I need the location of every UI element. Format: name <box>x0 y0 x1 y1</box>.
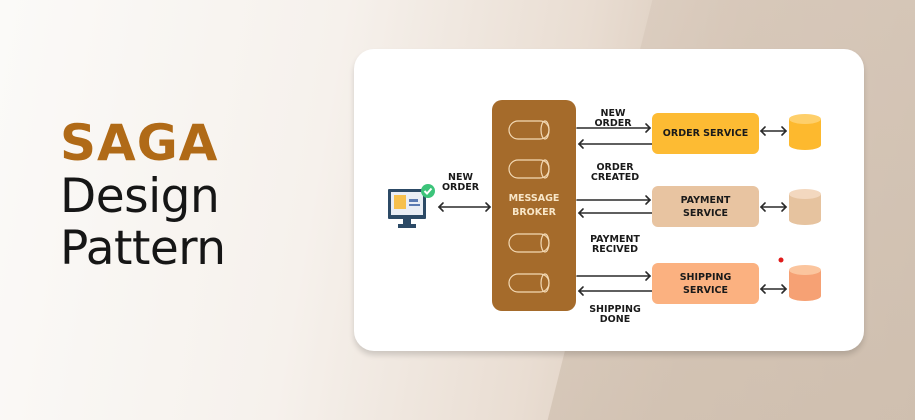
shipping-service: SHIPPING SERVICE <box>652 263 759 304</box>
label-line: SHIPPING <box>679 271 732 283</box>
label-line: DONE <box>599 314 631 325</box>
queue-icon <box>508 159 550 179</box>
flow-label-new-order: NEW ORDER <box>588 109 638 129</box>
database-icon-payment <box>789 189 821 225</box>
client-flow-label: NEW ORDER <box>438 173 483 193</box>
label-line: ORDER <box>596 162 634 173</box>
label-line: SERVICE <box>682 284 728 296</box>
label-line: SERVICE <box>682 207 728 219</box>
flow-label-order-created: ORDER CREATED <box>585 163 645 183</box>
queue-icon <box>508 273 550 293</box>
message-broker: MESSAGE BROKER <box>492 100 576 311</box>
database-icon-shipping <box>789 265 821 301</box>
database-icon-order <box>789 114 821 150</box>
queue-icon <box>508 233 550 253</box>
label-line: MESSAGE <box>508 193 560 204</box>
label-line: SHIPPING <box>589 304 641 315</box>
payment-service: PAYMENT SERVICE <box>652 186 759 227</box>
label-line: ORDER <box>594 118 632 129</box>
computer-monitor-check-icon <box>388 184 435 228</box>
label-line: BROKER <box>512 207 556 218</box>
title-design: Design <box>60 169 220 224</box>
broker-label: MESSAGE BROKER <box>492 192 576 220</box>
label-line: NEW <box>600 108 626 119</box>
order-service: ORDER SERVICE <box>652 113 759 154</box>
label-line: CREATED <box>590 172 640 183</box>
red-dot <box>778 257 784 263</box>
flow-label-payment-recived: PAYMENT RECIVED <box>584 235 646 255</box>
label-line: PAYMENT <box>590 234 640 245</box>
flow-label-shipping-done: SHIPPING DONE <box>584 305 646 325</box>
page-title: SAGA Design Pattern <box>60 115 226 275</box>
label-line: ORDER SERVICE <box>662 128 749 139</box>
queue-icon <box>508 120 550 140</box>
title-saga: SAGA <box>60 114 219 172</box>
label-line: RECIVED <box>591 244 639 255</box>
label-line: PAYMENT <box>680 194 731 206</box>
title-pattern: Pattern <box>60 221 226 276</box>
label-line: NEW <box>448 172 473 183</box>
label-line: ORDER <box>441 182 480 193</box>
